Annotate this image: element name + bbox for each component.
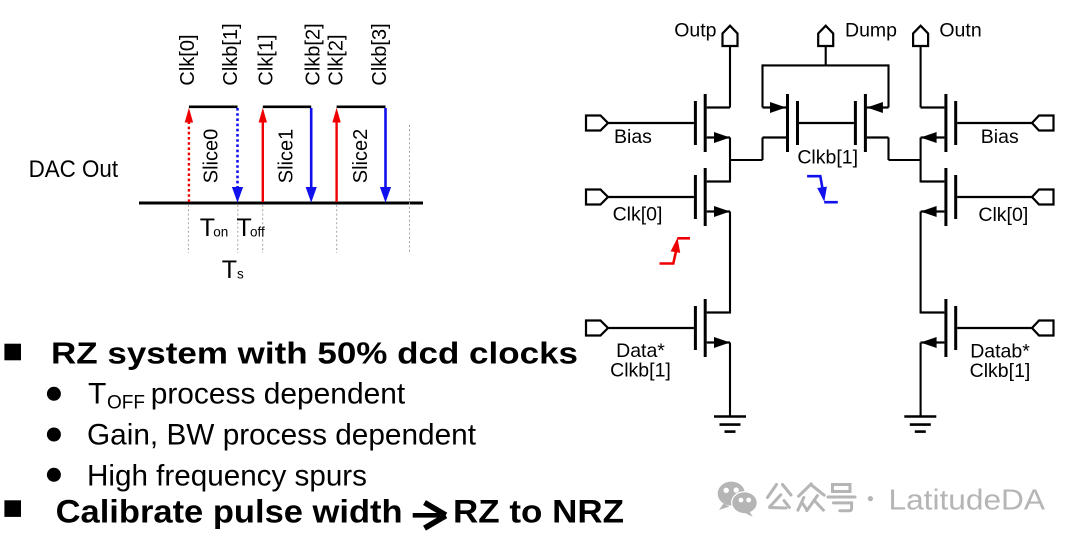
svg-text:Clk[2]: Clk[2] — [326, 34, 348, 85]
svg-text:T: T — [237, 214, 252, 242]
svg-text:Clk[0]: Clk[0] — [177, 34, 199, 85]
svg-text:Bias: Bias — [981, 126, 1019, 148]
svg-text:Slice0: Slice0 — [201, 129, 223, 183]
svg-text:Outp: Outp — [674, 19, 716, 41]
svg-text:Gain, BW process dependent: Gain, BW process dependent — [87, 419, 477, 452]
svg-text:T: T — [200, 214, 215, 242]
svg-text:Clk[0]: Clk[0] — [613, 203, 663, 225]
svg-text:Datab*: Datab* — [970, 341, 1030, 363]
svg-text:Clk[1]: Clk[1] — [256, 34, 278, 85]
svg-text:RZ to NRZ: RZ to NRZ — [453, 493, 624, 529]
svg-text:RZ system with 50% dcd clocks: RZ system with 50% dcd clocks — [51, 335, 578, 370]
svg-text:Slice2: Slice2 — [350, 129, 372, 183]
svg-text:Bias: Bias — [614, 126, 652, 148]
svg-text:Clk[0]: Clk[0] — [978, 204, 1028, 226]
svg-text:Clkb[1]: Clkb[1] — [970, 360, 1031, 382]
svg-text:Data*: Data* — [616, 340, 665, 362]
svg-text:s: s — [237, 267, 244, 282]
svg-text:OFF: OFF — [107, 393, 145, 414]
svg-text:T: T — [88, 378, 106, 411]
svg-text:on: on — [213, 225, 228, 240]
svg-text:Calibrate pulse width: Calibrate pulse width — [56, 493, 403, 529]
svg-text:Clkb[3]: Clkb[3] — [369, 23, 391, 85]
svg-text:Clkb[1]: Clkb[1] — [797, 147, 858, 169]
svg-text:High frequency spurs: High frequency spurs — [87, 460, 367, 493]
svg-text:Clkb[2]: Clkb[2] — [302, 23, 324, 85]
svg-text:Slice1: Slice1 — [276, 129, 298, 183]
svg-text:off: off — [250, 225, 265, 240]
svg-text:Outn: Outn — [939, 19, 981, 41]
svg-text:Clkb[1]: Clkb[1] — [610, 359, 671, 381]
svg-text:Clkb[1]: Clkb[1] — [220, 23, 242, 85]
svg-text:DAC Out: DAC Out — [29, 156, 119, 183]
svg-text:LatitudeDA: LatitudeDA — [889, 485, 1046, 517]
svg-text:T: T — [222, 256, 237, 284]
svg-text:process dependent: process dependent — [151, 378, 406, 411]
svg-text:Dump: Dump — [845, 19, 897, 41]
